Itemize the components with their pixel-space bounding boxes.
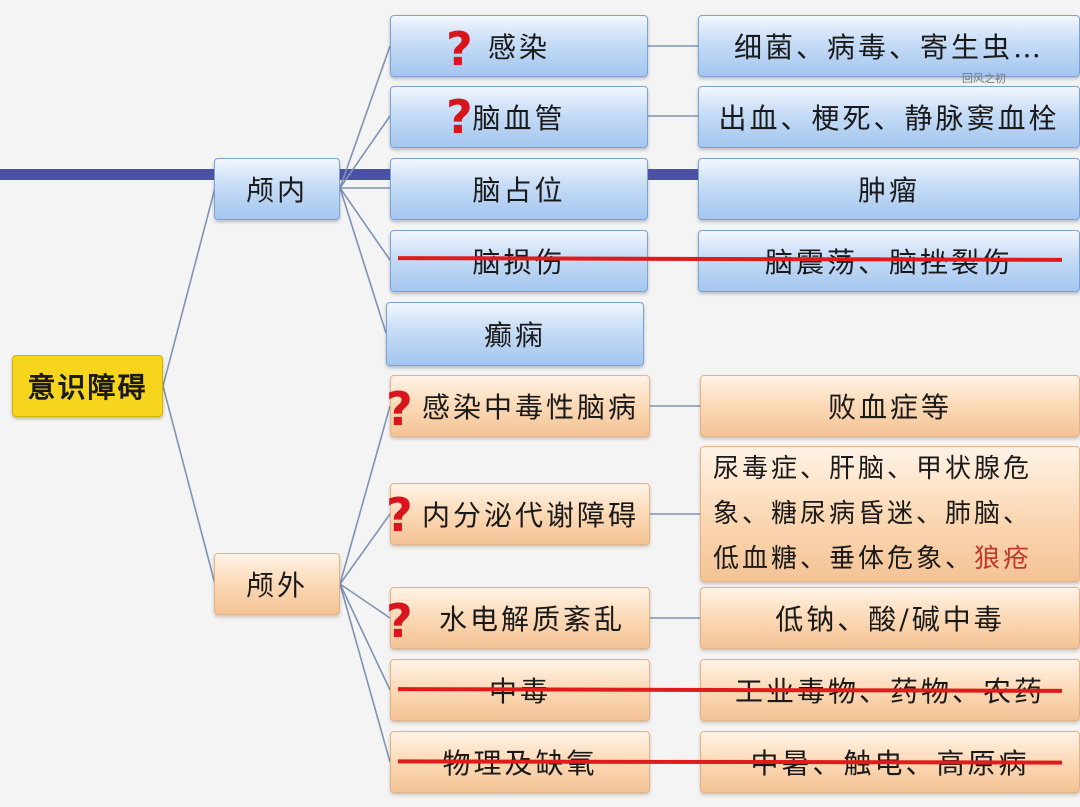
header-band-left <box>0 169 215 180</box>
extracranial-detail-2-line-2: 象、糖尿病昏迷、肺脑、 <box>713 498 1033 529</box>
header-band-mid <box>340 169 390 180</box>
link-intra-5 <box>339 187 387 334</box>
link-root-extracranial <box>162 385 216 585</box>
intracranial-detail-3-text: 肿瘤 <box>857 174 920 207</box>
intracranial-item-2: 脑血管 <box>390 86 648 148</box>
link-extra-5 <box>339 583 391 763</box>
extracranial-detail-2-highlight: 狼疮 <box>974 543 1033 574</box>
extracranial-label: 颅外 <box>245 569 308 602</box>
intracranial-label: 颅内 <box>245 174 308 207</box>
header-band-right <box>648 169 700 180</box>
intracranial-detail-1: 细菌、病毒、寄生虫… <box>698 15 1080 77</box>
intracranial-item-4-label: 脑损伤 <box>472 246 566 279</box>
intracranial-item-5: 癫痫 <box>386 302 644 366</box>
link-extra-1 <box>339 405 391 585</box>
link-extra-4 <box>339 583 391 691</box>
intracranial-item-1-label: 感染 <box>487 31 550 64</box>
question-mark-icon: ? <box>386 488 413 542</box>
intracranial-item-1: 感染 <box>390 15 648 77</box>
link-intra-2 <box>339 115 391 189</box>
extracranial-detail-3-text: 低钠、酸/碱中毒 <box>775 603 1005 636</box>
intracranial-detail-1-text: 细菌、病毒、寄生虫… <box>733 31 1044 64</box>
root-node: 意识障碍 <box>12 355 163 417</box>
node-intracranial: 颅内 <box>214 158 340 220</box>
link-intra-1 <box>339 45 391 189</box>
intracranial-detail-3: 肿瘤 <box>698 158 1080 220</box>
extracranial-item-1-label: 感染中毒性脑病 <box>421 391 639 424</box>
link-extra-3 <box>339 583 391 619</box>
extracranial-item-2-label: 内分泌代谢障碍 <box>421 499 639 532</box>
root-label: 意识障碍 <box>27 371 148 404</box>
extracranial-detail-1: 败血症等 <box>700 375 1080 437</box>
extracranial-detail-2-line-3-text: 低血糖、垂体危象、 <box>713 543 975 574</box>
extracranial-item-3: 水电解质紊乱 <box>390 587 650 649</box>
extracranial-item-2: 内分泌代谢障碍 <box>390 483 650 545</box>
extracranial-detail-2-line-1: 尿毒症、肝脑、甲状腺危 <box>713 453 1033 484</box>
intracranial-item-3: 脑占位 <box>390 158 648 220</box>
intracranial-item-2-label: 脑血管 <box>472 102 566 135</box>
extracranial-detail-2-line-3: 低血糖、垂体危象、狼疮 <box>713 537 1032 582</box>
extracranial-item-1: 感染中毒性脑病 <box>390 375 650 437</box>
intracranial-detail-2: 出血、梗死、静脉窦血栓 <box>698 86 1080 148</box>
intracranial-detail-4-text: 脑震荡、脑挫裂伤 <box>764 246 1013 279</box>
intracranial-item-3-label: 脑占位 <box>472 174 566 207</box>
link-intra-4 <box>339 187 391 261</box>
link-extra-2 <box>339 513 391 585</box>
extracranial-detail-1-text: 败血症等 <box>827 391 952 424</box>
question-mark-icon: ? <box>386 594 413 648</box>
extracranial-detail-3: 低钠、酸/碱中毒 <box>700 587 1080 649</box>
question-mark-icon: ? <box>446 90 473 144</box>
question-mark-icon: ? <box>386 382 413 436</box>
intracranial-detail-2-text: 出血、梗死、静脉窦血栓 <box>718 102 1060 135</box>
node-extracranial: 颅外 <box>214 553 340 615</box>
intracranial-item-5-label: 癫痫 <box>483 319 546 352</box>
question-mark-icon: ? <box>446 22 473 76</box>
extracranial-item-3-label: 水电解质紊乱 <box>438 603 625 636</box>
link-root-intracranial <box>162 187 216 387</box>
watermark: 回风之初 <box>962 72 1006 85</box>
intracranial-item-4: 脑损伤 <box>390 230 648 292</box>
extracranial-detail-2: 尿毒症、肝脑、甲状腺危 象、糖尿病昏迷、肺脑、 低血糖、垂体危象、狼疮 <box>700 446 1080 582</box>
